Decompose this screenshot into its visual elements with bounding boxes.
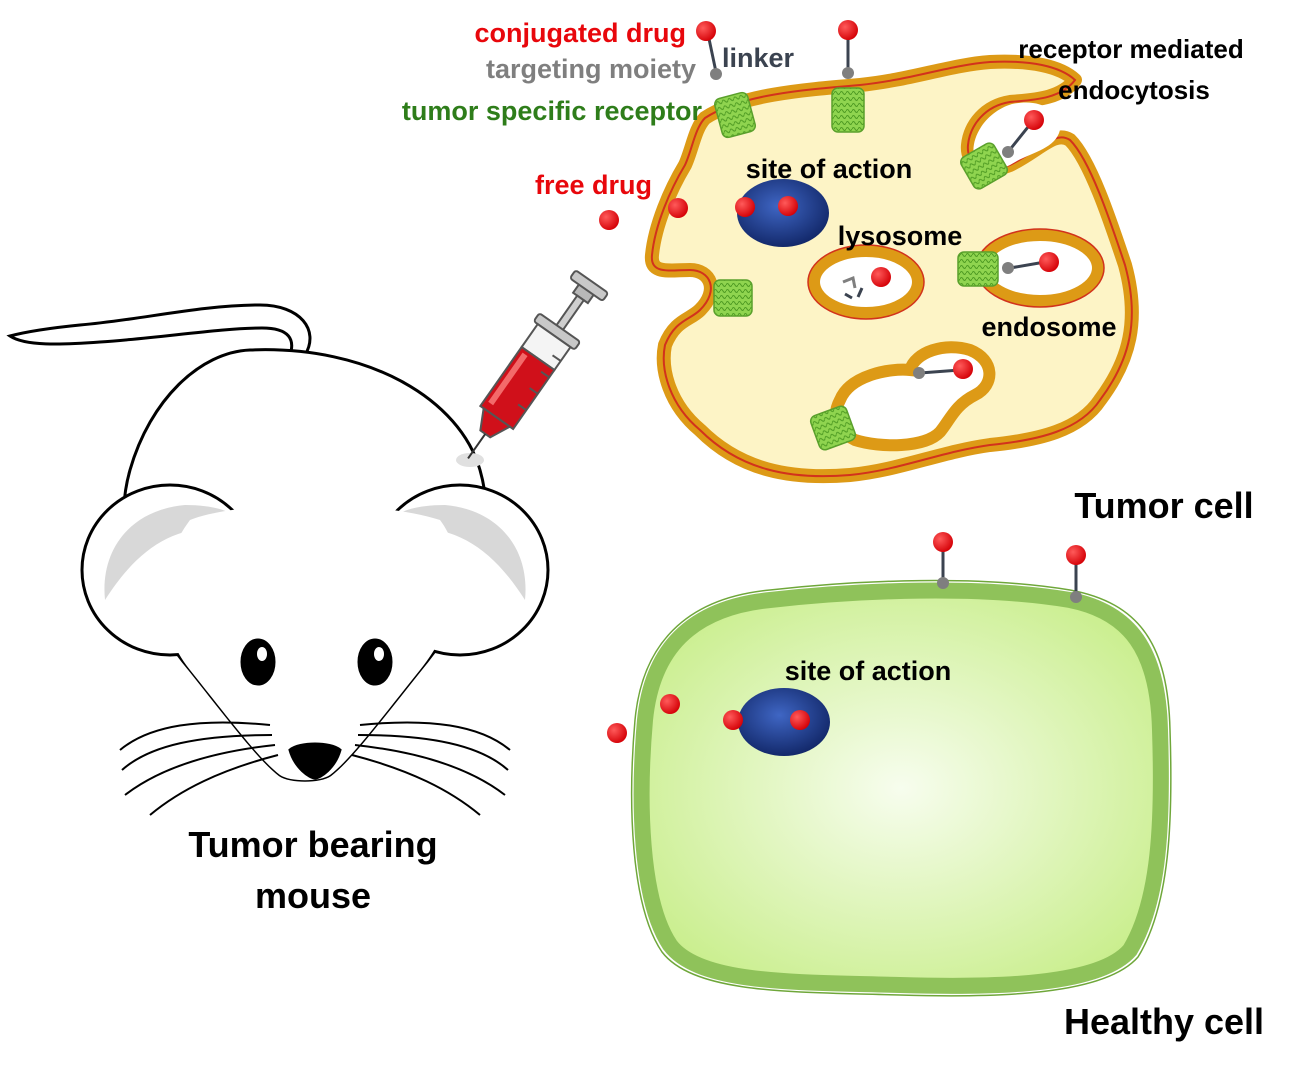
drug-in-nucleus [735, 197, 755, 217]
tumor-cell [599, 20, 1139, 484]
degraded-fragment [842, 275, 857, 289]
healthy-cell-outline [630, 579, 1172, 997]
lysosome-outline [807, 244, 925, 320]
free-drug-outside [607, 723, 627, 743]
receptor [957, 251, 999, 287]
lysosome [808, 245, 924, 319]
label-mouse: mouse [255, 875, 371, 916]
tumor-cell-membrane-outline [650, 60, 1133, 478]
label-conjugated-drug: conjugated drug [475, 18, 687, 48]
degraded-linker-fragment [856, 287, 864, 298]
label-targeting-moiety: targeting moiety [486, 54, 696, 84]
receptor [959, 142, 1009, 190]
label-site-of-action-tumor: site of action [746, 154, 913, 184]
conjugate-on-receptor [838, 20, 858, 79]
endosome-right [976, 229, 1104, 307]
released-drug [871, 267, 891, 287]
conjugate-in-pit [1002, 110, 1044, 158]
conjugate-in-endosome-bottom [913, 359, 973, 379]
free-drug-outside [599, 210, 619, 230]
unbound-conjugate [1066, 545, 1086, 603]
label-healthy-cell: Healthy cell [1064, 1001, 1264, 1042]
label-linker: linker [722, 43, 795, 73]
receptor [809, 405, 857, 451]
receptor [713, 279, 753, 317]
receptor [714, 91, 756, 139]
syringe-icon [467, 270, 609, 460]
label-site-of-action-healthy: site of action [785, 656, 952, 686]
label-tumor-bearing: Tumor bearing [188, 824, 437, 865]
label-lysosome: lysosome [838, 221, 963, 251]
ear-right-inner [389, 505, 526, 600]
mouse-nose [288, 742, 342, 780]
ear-left-inner [104, 505, 241, 600]
label-endocytosis: endocytosis [1058, 75, 1210, 105]
degraded-linker-fragment [844, 292, 853, 300]
mouse-tail [6, 303, 312, 357]
eye-left-highlight [257, 647, 267, 661]
injection-site [456, 453, 484, 467]
eye-right-highlight [374, 647, 384, 661]
whiskers-left [119, 721, 279, 816]
mouse-face [163, 505, 458, 781]
eye-right [357, 638, 393, 686]
drug-in-nucleus [790, 710, 810, 730]
label-endosome: endosome [981, 312, 1116, 342]
drug-crossing-membrane [660, 694, 680, 714]
healthy-nucleus [738, 688, 830, 756]
mouse [6, 303, 550, 816]
legend-conjugate-icon [696, 21, 722, 80]
receptor [831, 87, 865, 133]
drug-in-nucleus [723, 710, 743, 730]
drug-crossing-membrane [668, 198, 688, 218]
conjugate-in-endosome [1002, 252, 1059, 274]
whiskers-right [351, 721, 511, 816]
label-receptor-mediated: receptor mediated [1018, 34, 1243, 64]
label-tumor-specific-receptor: tumor specific receptor [402, 96, 703, 126]
unbound-conjugate [933, 532, 953, 589]
healthy-cell [607, 532, 1172, 997]
label-free-drug: free drug [535, 170, 652, 200]
drug-in-nucleus [778, 196, 798, 216]
eye-left [240, 638, 276, 686]
label-tumor-cell: Tumor cell [1074, 485, 1253, 526]
healthy-cell-membrane [633, 582, 1169, 994]
